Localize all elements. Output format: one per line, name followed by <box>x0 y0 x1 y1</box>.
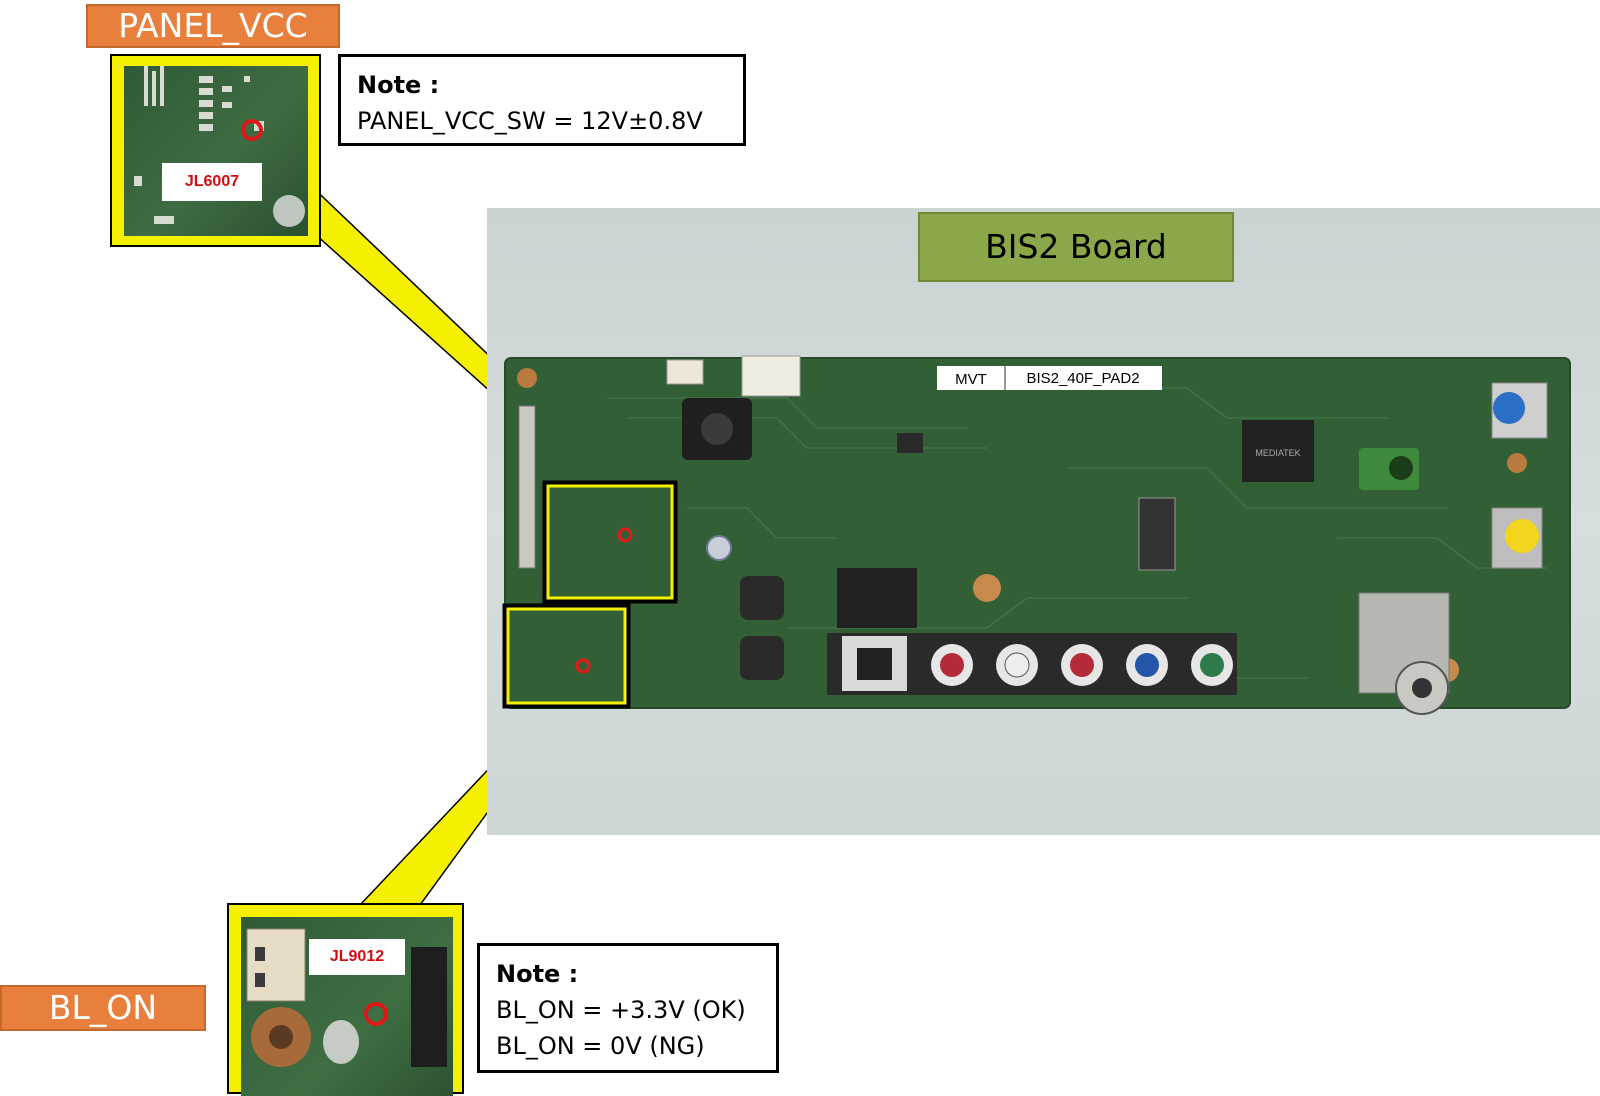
bottom-note-box: Note : BL_ON = +3.3V (OK) BL_ON = 0V (NG… <box>477 943 779 1073</box>
panel-vcc-label: PANEL_VCC <box>86 4 340 48</box>
bottom-note-line2: BL_ON = 0V (NG) <box>496 1032 705 1060</box>
svg-text:MEDIATEK: MEDIATEK <box>1255 448 1300 458</box>
top-note-line1: PANEL_VCC_SW = 12V±0.8V <box>357 107 703 135</box>
top-note-box: Note : PANEL_VCC_SW = 12V±0.8V <box>338 54 746 146</box>
bottom-note-line1: BL_ON = +3.3V (OK) <box>496 996 746 1024</box>
silk-label-mvt: MVT <box>955 371 987 388</box>
top-zoom-inset: JL6007 <box>110 54 321 247</box>
board-title: BIS2 Board <box>918 212 1234 282</box>
top-connector-tag: JL6007 <box>162 163 262 201</box>
bottom-test-point-icon <box>364 1002 388 1026</box>
bl-on-label: BL_ON <box>0 985 206 1031</box>
top-test-point-icon <box>241 119 263 141</box>
bottom-zoom-inset: JL9012 <box>227 903 464 1096</box>
pcb-board: MVT BIS2_40F_PAD2 MEDIATEK <box>502 355 1571 715</box>
bottom-note-title: Note : <box>496 960 579 988</box>
bottom-inset-parts <box>246 928 447 1067</box>
top-note-title: Note : <box>357 71 440 99</box>
silk-label-model: BIS2_40F_PAD2 <box>1026 370 1139 387</box>
bottom-connector-tag: JL9012 <box>309 939 405 975</box>
top-inset-photo: JL6007 <box>124 66 308 236</box>
bottom-inset-photo: JL9012 <box>241 917 453 1096</box>
top-inset-traces <box>134 66 305 227</box>
